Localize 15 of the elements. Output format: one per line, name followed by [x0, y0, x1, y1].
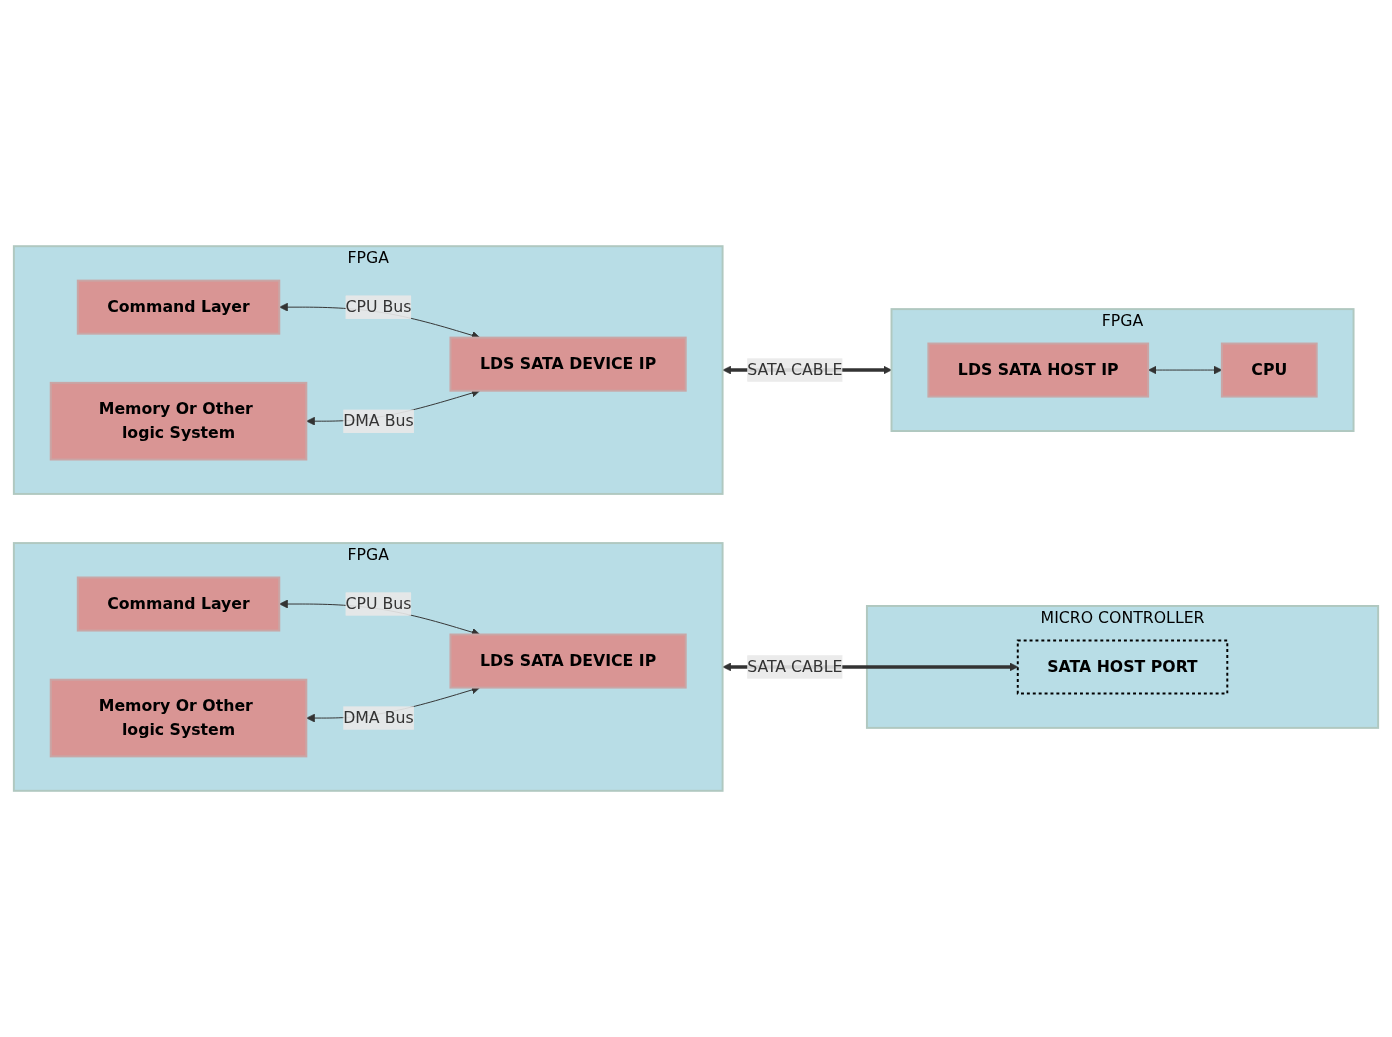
edge-label: CPU Bus — [345, 297, 412, 316]
edge-label: SATA CABLE — [747, 657, 843, 676]
edge-label: CPU Bus — [345, 594, 412, 613]
edge-label: SATA CABLE — [747, 360, 843, 379]
node-box: LDS SATA DEVICE IP — [449, 336, 687, 392]
node-box: Command Layer — [76, 576, 281, 632]
node-box: SATA HOST PORT — [1016, 639, 1229, 695]
node-box: LDS SATA HOST IP — [927, 342, 1150, 398]
node-box: CPU — [1220, 342, 1318, 398]
edge-label: DMA Bus — [343, 708, 414, 727]
node-box: Memory Or Other logic System — [49, 381, 308, 461]
node-box: Command Layer — [76, 279, 281, 335]
node-box: LDS SATA DEVICE IP — [449, 633, 687, 689]
node-box: Memory Or Other logic System — [49, 678, 308, 758]
edge-label: DMA Bus — [343, 411, 414, 431]
